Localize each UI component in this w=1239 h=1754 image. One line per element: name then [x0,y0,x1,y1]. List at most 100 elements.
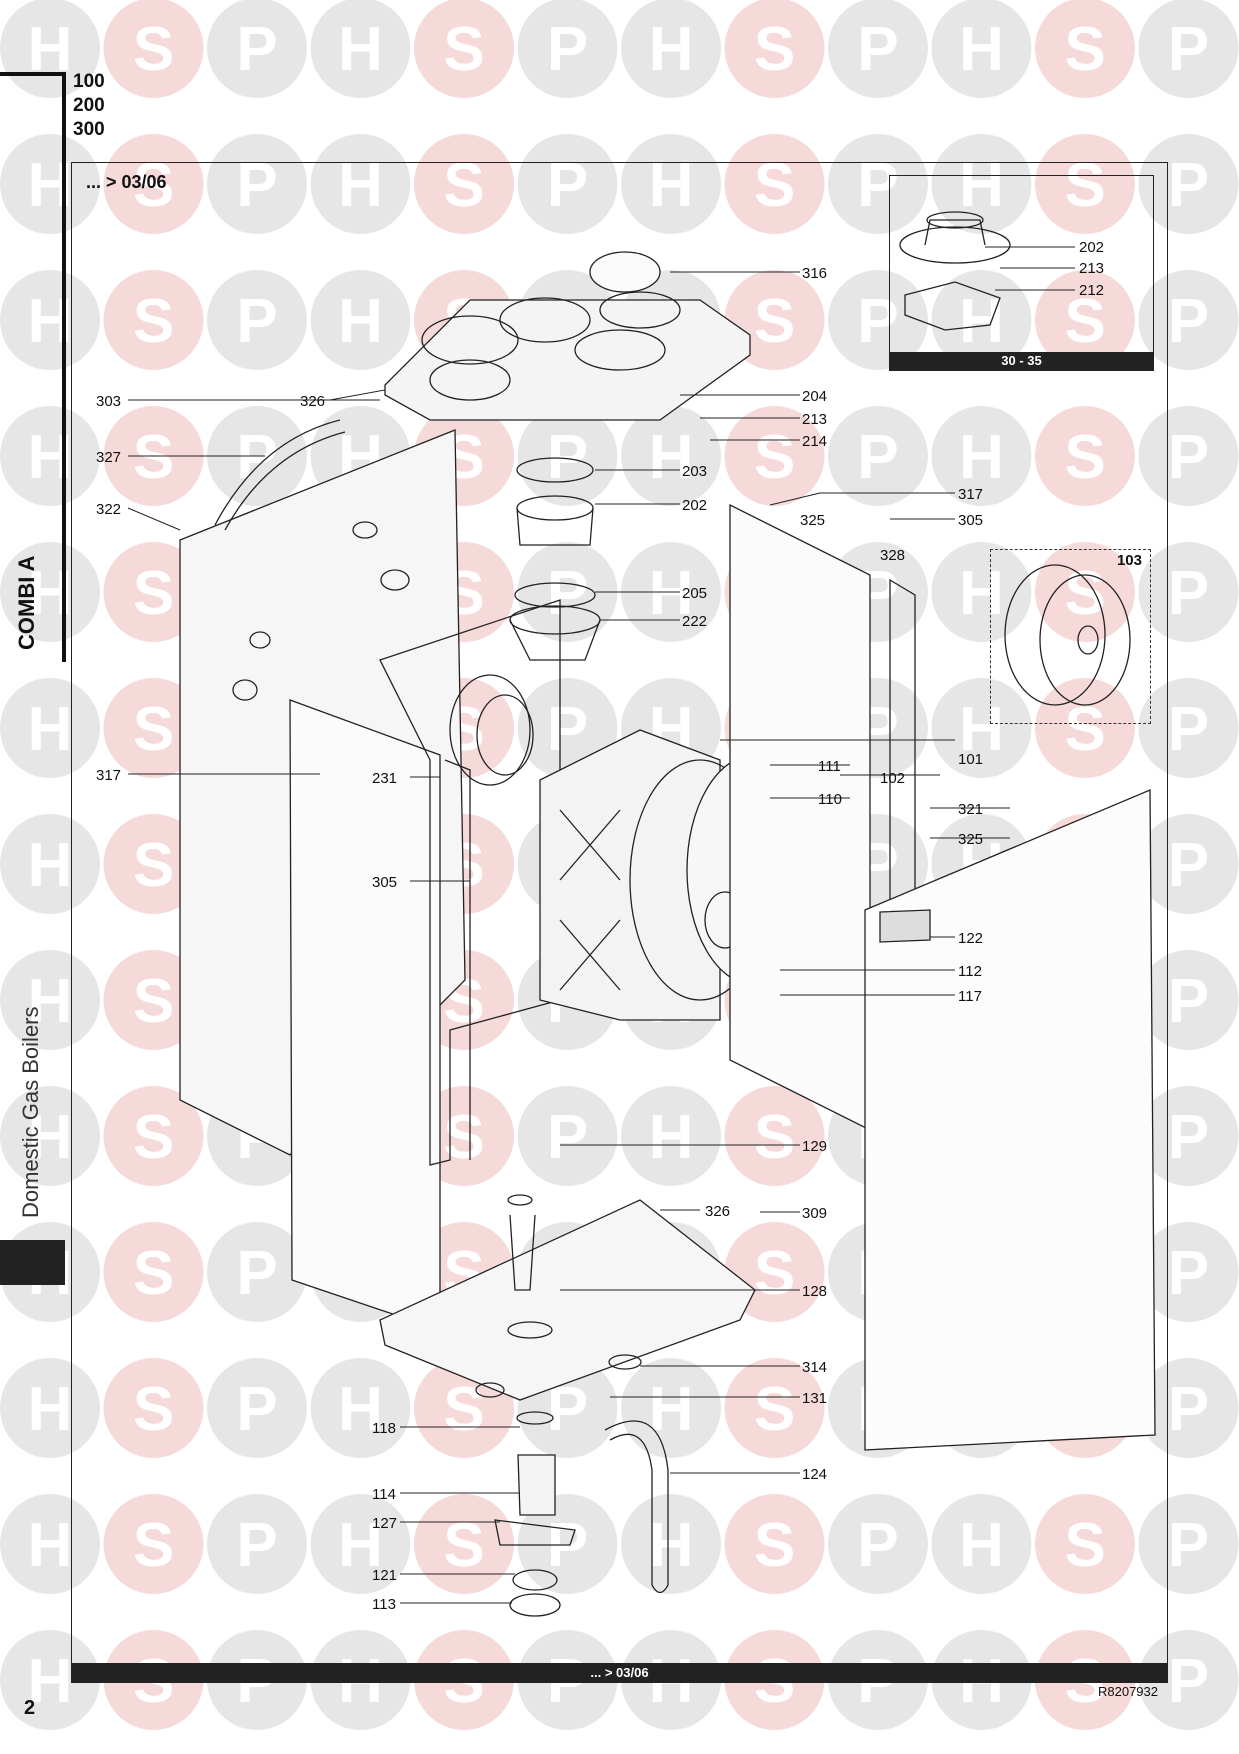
callout-127: 127 [372,1515,398,1532]
svg-text:H: H [28,695,73,764]
watermark-badge: H [621,1086,721,1186]
svg-text:S: S [1064,695,1105,764]
svg-text:P: P [1168,1375,1209,1444]
model-200: 200 [73,95,105,116]
front-left-panel [289,699,441,1331]
watermark-badge: S [1035,406,1135,506]
watermark-badge: P [1138,678,1239,778]
svg-text:P: P [1168,423,1209,492]
svg-text:P: P [857,15,898,84]
watermark-badge: P [828,0,928,98]
watermark-badge: S [1035,542,1135,642]
model-100: 100 [73,71,105,92]
watermark-badge: H [310,270,411,370]
callout-129: 129 [802,1138,828,1155]
watermark-badge: P [207,1358,307,1458]
svg-text:S: S [133,695,174,764]
watermark-badge: P [1138,542,1239,642]
watermark-badge: P [1138,406,1239,506]
svg-text:P: P [236,287,277,356]
svg-text:H: H [338,287,383,356]
callout-214: 214 [802,433,828,450]
callout-317-left: 317 [96,767,122,784]
svg-text:P: P [547,1103,588,1172]
svg-text:P: P [1168,695,1209,764]
svg-text:H: H [28,1647,73,1716]
inset-label-212: 212 [1079,282,1105,299]
callout-131: 131 [802,1390,828,1407]
watermark-badge: S [103,1086,204,1186]
watermark-badge: H [0,1086,100,1186]
watermark-badge: P [517,542,618,642]
watermark-badge: P [1138,814,1239,914]
watermark-badge: H [931,406,1032,506]
watermark-badge: H [310,1494,411,1594]
svg-text:S: S [133,967,174,1036]
watermark-badge: S [103,270,204,370]
callout-202: 202 [682,497,708,514]
callout-111: 111 [818,758,841,775]
svg-text:S: S [133,287,174,356]
svg-text:P: P [857,287,898,356]
callout-325-right: 325 [958,831,984,848]
svg-text:P: P [1168,15,1209,84]
watermark-badge: S [1035,0,1135,98]
svg-text:S: S [754,1103,795,1172]
callout-118: 118 [372,1420,396,1437]
callout-303: 303 [96,393,122,410]
watermark-badge: P [1138,134,1239,234]
svg-text:H: H [28,1511,73,1580]
watermark-badge: P [1138,1222,1239,1322]
svg-text:S: S [754,423,795,492]
tab-top-rule [0,72,65,76]
detail-103-part [1004,564,1131,706]
watermark-badge: H [621,1358,721,1458]
callout-305-right: 305 [958,512,984,529]
watermark-badge: H [310,134,411,234]
svg-text:H: H [28,1103,73,1172]
svg-text:P: P [1168,1511,1209,1580]
svg-text:P: P [236,1375,277,1444]
inset-label-202: 202 [1079,239,1105,256]
svg-text:P: P [1168,1103,1209,1172]
svg-text:H: H [649,1103,694,1172]
watermark-badge: H [621,406,721,506]
footer-date-bar: ... > 03/06 [71,1663,1168,1683]
svg-text:P: P [1168,1239,1209,1308]
watermark-badge: S [724,0,825,98]
section-marker [0,1240,65,1285]
watermark-badge: P [517,0,618,98]
watermark-badge: P [517,678,618,778]
inset-label-213: 213 [1079,260,1105,277]
watermark-badge: P [207,1222,307,1322]
watermark-badge: P [1138,0,1239,98]
svg-text:S: S [133,831,174,900]
callout-322: 322 [96,501,122,518]
inset-box: 30 - 35 [889,175,1154,371]
svg-text:H: H [959,15,1004,84]
callout-113: 113 [372,1596,396,1613]
callout-203: 203 [682,463,708,480]
flue-collars [509,457,601,661]
svg-text:H: H [338,1375,383,1444]
svg-text:S: S [133,423,174,492]
watermark-badge: P [828,1494,928,1594]
watermark-badge: P [1138,1494,1239,1594]
watermark-badge: S [103,542,204,642]
watermark-badge: H [621,0,721,98]
bottom-tray [379,1199,756,1401]
callout-121: 121 [372,1567,398,1584]
svg-text:S: S [1064,287,1105,356]
watermark-badge: S [724,406,825,506]
callout-110: 110 [818,791,842,808]
svg-text:P: P [857,1511,898,1580]
watermark-badge: P [517,1086,618,1186]
callout-222: 222 [682,613,708,630]
watermark-badge: S [724,1358,825,1458]
watermark-badge: S [414,0,514,98]
svg-text:H: H [959,559,1004,628]
svg-text:S: S [133,15,174,84]
svg-text:P: P [1168,1647,1209,1716]
inset-parts [899,211,1011,331]
